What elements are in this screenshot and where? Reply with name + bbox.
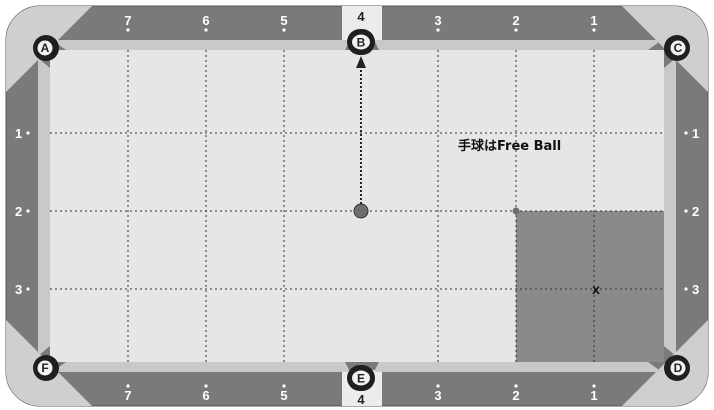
free-ball-annotation: 手球はFree Ball xyxy=(458,138,561,154)
top-diamond-dot xyxy=(282,28,286,32)
bottom-diamond-dot xyxy=(592,384,596,388)
left-diamonds: 1 2 3 xyxy=(15,126,30,297)
bottom-diamond-dot xyxy=(514,384,518,388)
bottom-diamonds: 7 6 5 4 3 2 1 xyxy=(124,384,598,407)
free-ball-zone xyxy=(516,211,664,362)
top-diamonds: 7 6 5 4 3 2 1 xyxy=(124,9,598,32)
top-diamond-label: 7 xyxy=(124,13,131,28)
pocket-a: A xyxy=(33,35,59,61)
bottom-diamond-label: 3 xyxy=(434,388,441,403)
cushion-bottom-right xyxy=(374,362,662,372)
target-mark: x xyxy=(592,281,600,297)
top-diamond-dot xyxy=(592,28,596,32)
pocket-c-label: C xyxy=(674,41,683,55)
bottom-diamond-dot xyxy=(282,384,286,388)
bottom-diamond-label: 1 xyxy=(590,388,597,403)
top-diamond-dot xyxy=(514,28,518,32)
top-diamond-label-center: 4 xyxy=(357,9,365,24)
right-diamond-dot xyxy=(684,209,688,213)
pocket-f: F xyxy=(33,355,59,381)
bottom-diamond-label: 7 xyxy=(124,388,131,403)
top-diamond-dot xyxy=(436,28,440,32)
pocket-d: D xyxy=(664,355,690,381)
top-diamond-label: 1 xyxy=(590,13,597,28)
cushion-top-left xyxy=(52,40,350,50)
shot-path xyxy=(356,56,366,204)
bottom-diamond-dot xyxy=(126,384,130,388)
cushion-top-right xyxy=(374,40,662,50)
cushion-right xyxy=(664,58,676,356)
right-diamond-label: 3 xyxy=(692,282,699,297)
left-diamond-dot xyxy=(26,209,30,213)
grid-lines xyxy=(50,50,664,362)
left-diamond-label: 1 xyxy=(15,126,22,141)
cue-ball xyxy=(353,203,369,219)
top-diamond-label: 3 xyxy=(434,13,441,28)
right-diamonds: 1 2 3 xyxy=(684,126,699,297)
bottom-diamond-label-center: 4 xyxy=(357,392,365,407)
shot-path-arrowhead xyxy=(356,56,366,68)
bottom-diamond-label: 6 xyxy=(202,388,209,403)
pocket-d-label: D xyxy=(674,361,683,375)
pocket-e-label: E xyxy=(357,372,365,386)
top-diamond-dot xyxy=(204,28,208,32)
pocket-e: E xyxy=(347,365,375,391)
left-diamond-dot xyxy=(26,131,30,135)
left-diamond-dot xyxy=(26,287,30,291)
left-diamond-label: 3 xyxy=(15,282,22,297)
bottom-diamond-dot xyxy=(204,384,208,388)
pocket-b-label: B xyxy=(357,36,366,50)
pocket-c: C xyxy=(664,35,690,61)
bottom-diamond-label: 5 xyxy=(280,388,287,403)
top-diamond-label: 2 xyxy=(512,13,519,28)
pocket-f-label: F xyxy=(41,361,48,375)
bottom-diamond-label: 2 xyxy=(512,388,519,403)
pockets: A B C D E F xyxy=(33,29,690,391)
top-diamond-label: 5 xyxy=(280,13,287,28)
right-diamond-label: 1 xyxy=(692,126,699,141)
top-diamond-dot xyxy=(126,28,130,32)
reference-dot xyxy=(512,207,520,215)
cushions xyxy=(38,40,676,372)
right-diamond-dot xyxy=(684,287,688,291)
pocket-b: B xyxy=(347,29,375,55)
top-diamond-label: 6 xyxy=(202,13,209,28)
pocket-a-label: A xyxy=(41,41,50,55)
cushion-left xyxy=(38,58,50,356)
right-diamond-label: 2 xyxy=(692,204,699,219)
cushion-bottom-left xyxy=(52,362,350,372)
left-diamond-label: 2 xyxy=(15,204,22,219)
bottom-diamond-dot xyxy=(436,384,440,388)
right-diamond-dot xyxy=(684,131,688,135)
